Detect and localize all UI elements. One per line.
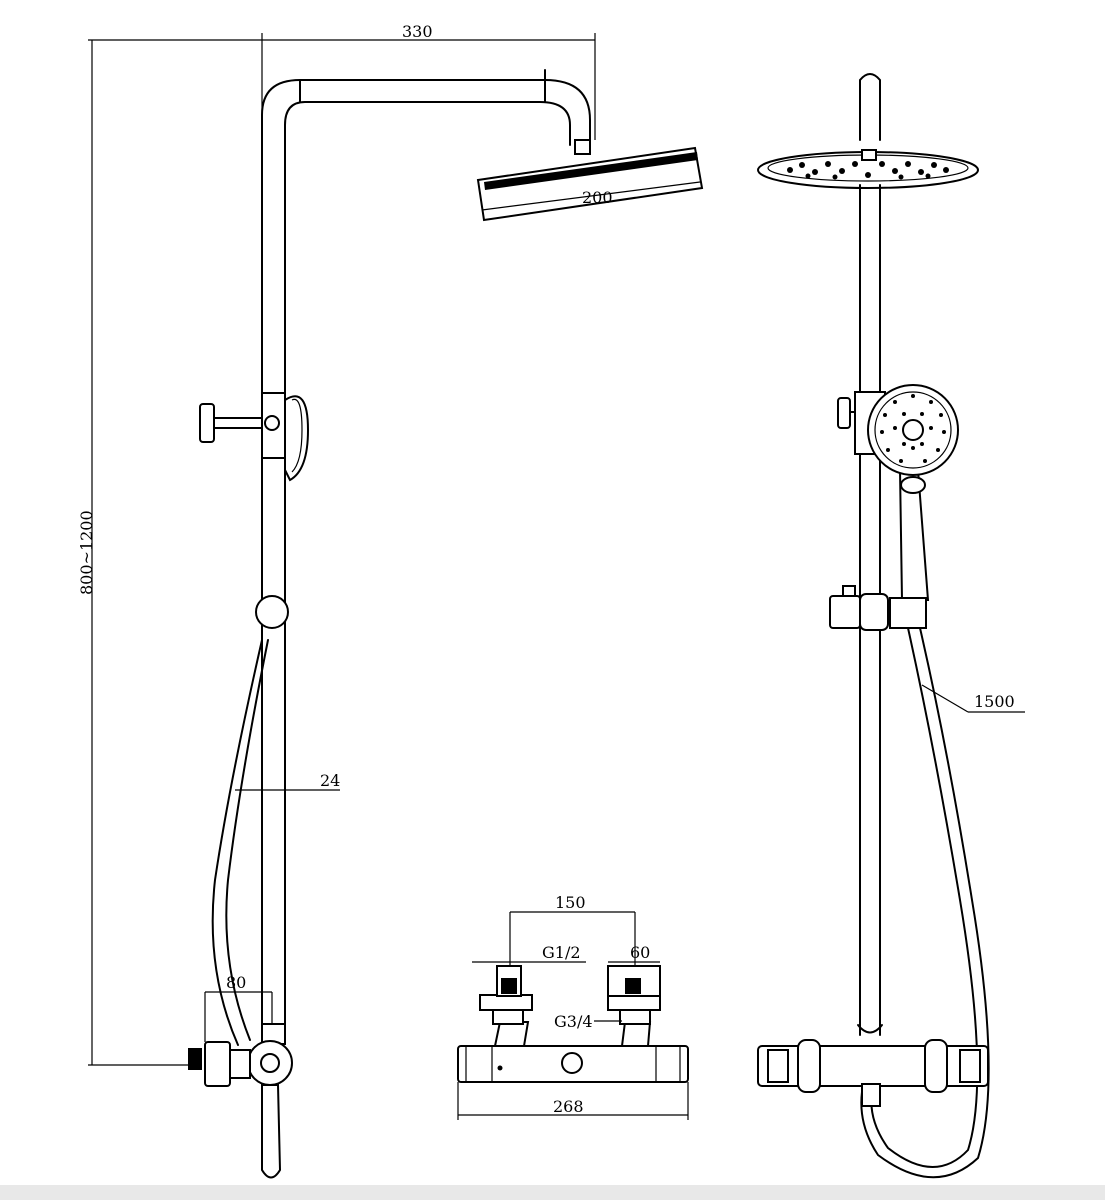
dim-arm-reach: 330 bbox=[261, 22, 596, 140]
slider-knob-side bbox=[255, 595, 289, 629]
overhead-arm bbox=[261, 69, 591, 155]
front-view: 1500 bbox=[757, 73, 1025, 1179]
dim-total-height: 800~1200 bbox=[77, 39, 262, 1066]
dim-inlet-thread-label: G1/2 bbox=[542, 943, 581, 962]
slider-bracket-front bbox=[829, 585, 927, 631]
dim-hose-length: 1500 bbox=[921, 684, 1025, 713]
dim-outlet-thread-label: G3/4 bbox=[554, 1012, 593, 1031]
dim-arm-reach-label: 330 bbox=[402, 22, 433, 41]
hand-shower-front bbox=[867, 384, 959, 601]
dim-head-diameter-label: 200 bbox=[582, 188, 613, 207]
bottom-shadow bbox=[0, 1185, 1105, 1200]
dim-mixer-length-label: 268 bbox=[553, 1097, 584, 1116]
riser-bar bbox=[261, 114, 286, 1031]
hand-shower-holder-side bbox=[199, 392, 310, 482]
dim-bar-diameter: 24 bbox=[235, 771, 340, 791]
side-view: 330 200 800~1200 24 80 bbox=[77, 22, 704, 1179]
overhead-shower-head-front bbox=[757, 149, 979, 189]
dim-hose-length-label: 1500 bbox=[974, 692, 1015, 711]
overhead-shower-head-side bbox=[476, 146, 704, 222]
dim-inlet-centres-label: 150 bbox=[555, 893, 586, 912]
dim-total-height-label: 800~1200 bbox=[77, 510, 96, 595]
mixer-side bbox=[188, 1023, 293, 1179]
mixer-front bbox=[757, 1039, 989, 1107]
dim-bar-diameter-label: 24 bbox=[320, 771, 340, 790]
dim-wall-offset-label: 80 bbox=[226, 973, 246, 992]
dim-head-diameter: 200 bbox=[481, 181, 701, 211]
mixer-plan-view: 150 G1/2 60 G3/4 268 bbox=[457, 893, 689, 1120]
dim-eccentric-depth-label: 60 bbox=[630, 943, 650, 962]
hose-side bbox=[211, 639, 269, 1046]
dim-wall-offset: 80 bbox=[204, 973, 273, 1042]
